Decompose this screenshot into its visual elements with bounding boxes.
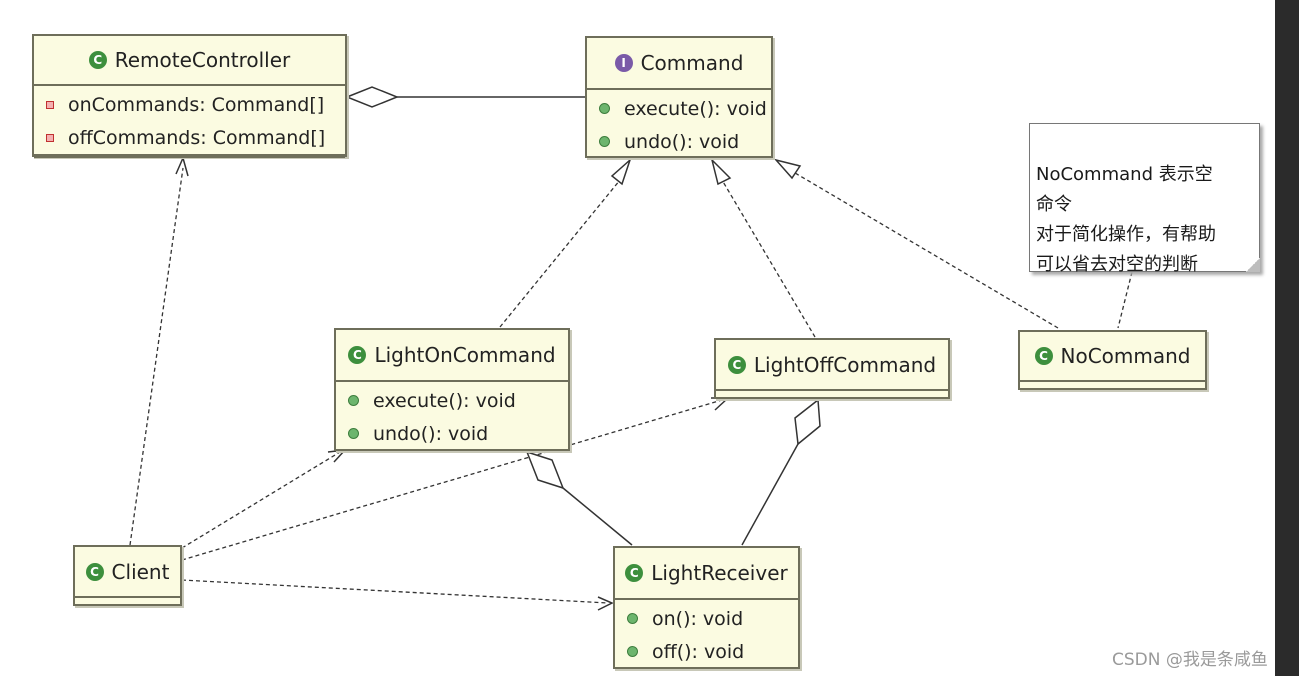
method-row: execute(): void bbox=[587, 92, 771, 125]
class-header: C LightOffCommand bbox=[716, 340, 948, 391]
method-row: execute(): void bbox=[336, 384, 568, 417]
method-row: undo(): void bbox=[336, 417, 568, 450]
class-icon: C bbox=[88, 51, 107, 69]
class-header: C Client bbox=[75, 547, 180, 598]
realization-lighton-command bbox=[499, 179, 621, 328]
class-header: I Command bbox=[587, 38, 771, 90]
class-icon: C bbox=[727, 355, 746, 374]
method-text: execute(): void bbox=[624, 97, 767, 120]
note-text: NoCommand 表示空 命令 对于简化操作，有帮助 可以省去对空的判断 bbox=[1036, 164, 1216, 275]
method-text: undo(): void bbox=[624, 130, 740, 153]
public-method-icon bbox=[599, 103, 610, 114]
dependency-head-lightoff bbox=[711, 397, 730, 411]
aggregation-diamond-remote bbox=[344, 86, 400, 108]
class-name: Command bbox=[640, 51, 744, 75]
field-row: onCommands: Command[] bbox=[34, 88, 345, 121]
method-row: off(): void bbox=[615, 635, 798, 668]
realization-head-lightoff bbox=[710, 157, 732, 186]
methods-section: execute(): void undo(): void bbox=[587, 90, 771, 158]
public-method-icon bbox=[627, 613, 638, 624]
class-light-off-command[interactable]: C LightOffCommand bbox=[714, 338, 950, 399]
note-folded-corner bbox=[1246, 258, 1260, 272]
fields-section: onCommands: Command[] offCommands: Comma… bbox=[34, 86, 345, 156]
class-header: C LightReceiver bbox=[615, 548, 798, 600]
class-icon: C bbox=[348, 346, 367, 364]
note-box[interactable]: NoCommand 表示空 命令 对于简化操作，有帮助 可以省去对空的判断 bbox=[1029, 123, 1260, 275]
class-light-on-command[interactable]: C LightOnCommand execute(): void undo():… bbox=[334, 328, 570, 451]
class-header: C NoCommand bbox=[1020, 332, 1205, 382]
private-field-icon bbox=[46, 133, 54, 142]
fields-section bbox=[1020, 382, 1205, 386]
aggregation-lightoff-receiver bbox=[741, 443, 799, 546]
class-name: NoCommand bbox=[1060, 344, 1191, 368]
realization-nocommand-command bbox=[789, 169, 1059, 329]
private-field-icon bbox=[46, 100, 54, 109]
methods-section: execute(): void undo(): void bbox=[336, 382, 568, 450]
field-text: offCommands: Command[] bbox=[68, 126, 326, 149]
dependency-head-remote bbox=[175, 155, 189, 177]
public-method-icon bbox=[348, 428, 359, 439]
methods-section: on(): void off(): void bbox=[615, 600, 798, 668]
dependency-head-receiver bbox=[597, 596, 614, 611]
method-text: execute(): void bbox=[373, 389, 516, 412]
interface-icon: I bbox=[614, 54, 633, 72]
aggregation-diamond-lightoff bbox=[794, 398, 821, 446]
fields-section bbox=[75, 598, 180, 602]
field-row: offCommands: Command[] bbox=[34, 121, 345, 154]
method-row: undo(): void bbox=[587, 125, 771, 158]
dependency-client-lighton bbox=[181, 451, 341, 549]
class-light-receiver[interactable]: C LightReceiver on(): void off(): void bbox=[613, 546, 800, 669]
class-name: RemoteController bbox=[114, 48, 291, 72]
watermark: CSDN @我是条咸鱼 bbox=[1112, 650, 1268, 670]
methods-section bbox=[34, 156, 345, 162]
dependency-head-lighton bbox=[327, 449, 347, 463]
class-no-command[interactable]: C NoCommand bbox=[1018, 330, 1207, 390]
class-header: C LightOnCommand bbox=[336, 330, 568, 382]
method-text: on(): void bbox=[652, 607, 744, 630]
interface-command[interactable]: I Command execute(): void undo(): void bbox=[585, 36, 773, 158]
method-text: off(): void bbox=[652, 640, 745, 663]
class-remote-controller[interactable]: C RemoteController onCommands: Command[]… bbox=[32, 34, 347, 158]
class-name: LightReceiver bbox=[651, 561, 788, 585]
realization-lightoff-command bbox=[721, 179, 816, 338]
realization-head-nocommand bbox=[773, 158, 802, 180]
public-method-icon bbox=[627, 646, 638, 657]
dependency-client-receiver bbox=[181, 579, 609, 604]
method-text: undo(): void bbox=[373, 422, 489, 445]
class-icon: C bbox=[1034, 347, 1053, 365]
class-icon: C bbox=[625, 564, 644, 582]
field-text: onCommands: Command[] bbox=[68, 93, 325, 116]
aggregation-diamond-lighton bbox=[525, 450, 565, 490]
class-name: Client bbox=[111, 559, 170, 584]
adjacent-window-edge bbox=[1275, 0, 1299, 676]
note-anchor-line bbox=[1117, 271, 1133, 329]
dependency-client-lightoff bbox=[181, 399, 723, 561]
class-name: LightOnCommand bbox=[374, 343, 556, 367]
method-row: on(): void bbox=[615, 602, 798, 635]
public-method-icon bbox=[348, 395, 359, 406]
class-icon: C bbox=[85, 562, 104, 581]
class-client[interactable]: C Client bbox=[73, 545, 182, 606]
class-header: C RemoteController bbox=[34, 36, 345, 86]
class-name: LightOffCommand bbox=[753, 352, 937, 377]
realization-head-lighton bbox=[610, 157, 632, 186]
fields-section bbox=[716, 391, 948, 395]
aggregation-lighton-receiver bbox=[562, 487, 633, 546]
dependency-client-remote bbox=[129, 167, 184, 546]
public-method-icon bbox=[599, 136, 610, 147]
